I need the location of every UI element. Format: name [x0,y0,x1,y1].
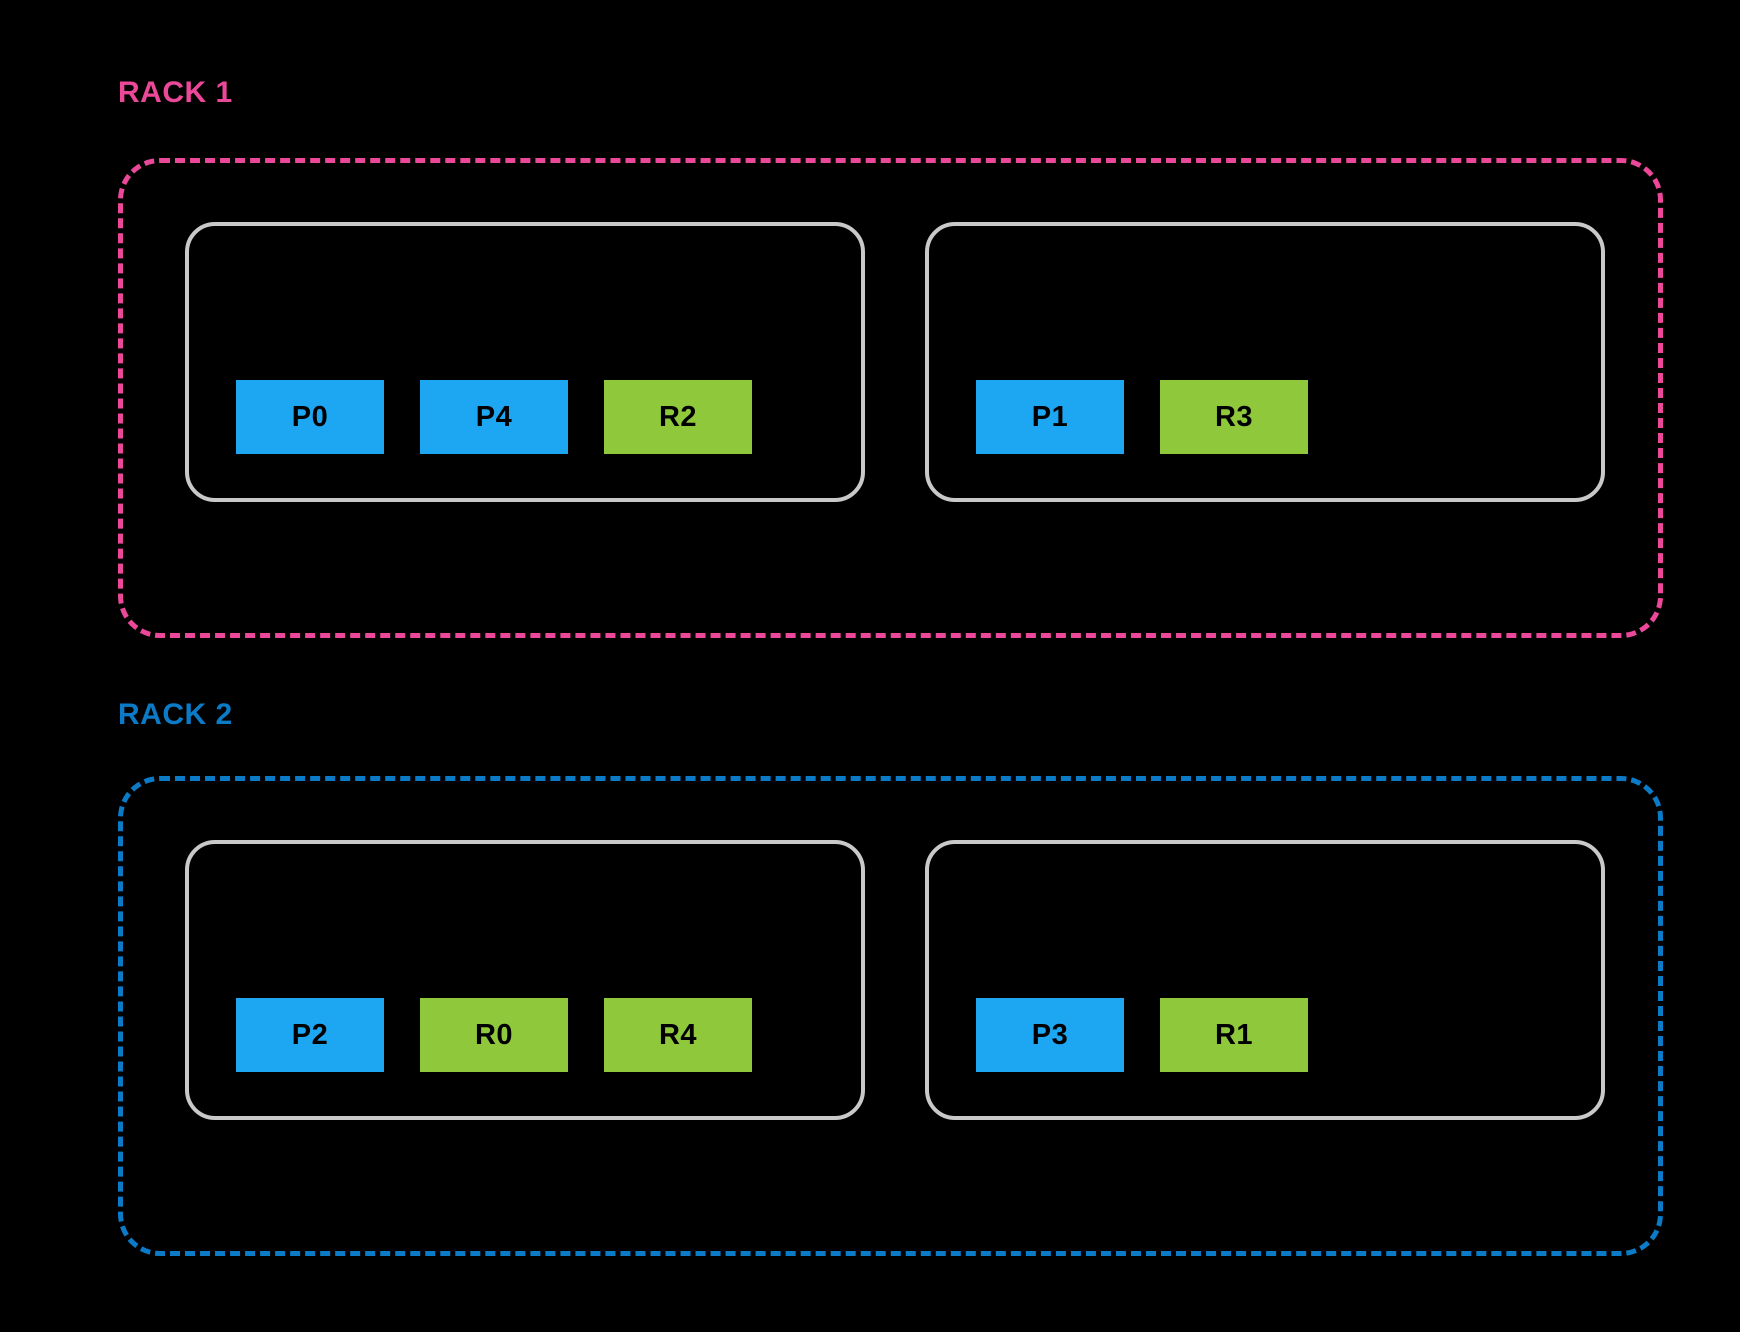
rack-2-node-2[interactable]: P3 R1 [925,840,1605,1120]
chip-p4[interactable]: P4 [420,380,568,454]
chip-r4[interactable]: R4 [604,998,752,1072]
rack-2-node-1[interactable]: P2 R0 R4 [185,840,865,1120]
chip-p3[interactable]: P3 [976,998,1124,1072]
rack-group-1: RACK 1 P0 P4 R2 P1 R3 [0,0,1740,660]
chip-p0[interactable]: P0 [236,380,384,454]
rack-2-node-2-chips: P3 R1 [929,998,1308,1116]
rack-1-node-2[interactable]: P1 R3 [925,222,1605,502]
rack-2-node-1-chips: P2 R0 R4 [189,998,752,1116]
rack-1-node-1[interactable]: P0 P4 R2 [185,222,865,502]
chip-p2[interactable]: P2 [236,998,384,1072]
chip-r0[interactable]: R0 [420,998,568,1072]
rack-1-label: RACK 1 [118,76,233,109]
chip-r1[interactable]: R1 [1160,998,1308,1072]
rack-2-label: RACK 2 [118,698,233,731]
rack-2-boundary [118,776,1663,1256]
rack-1-node-1-chips: P0 P4 R2 [189,380,752,498]
chip-r2[interactable]: R2 [604,380,752,454]
chip-r3[interactable]: R3 [1160,380,1308,454]
rack-1-node-2-chips: P1 R3 [929,380,1308,498]
chip-p1[interactable]: P1 [976,380,1124,454]
rack-1-boundary [118,158,1663,638]
